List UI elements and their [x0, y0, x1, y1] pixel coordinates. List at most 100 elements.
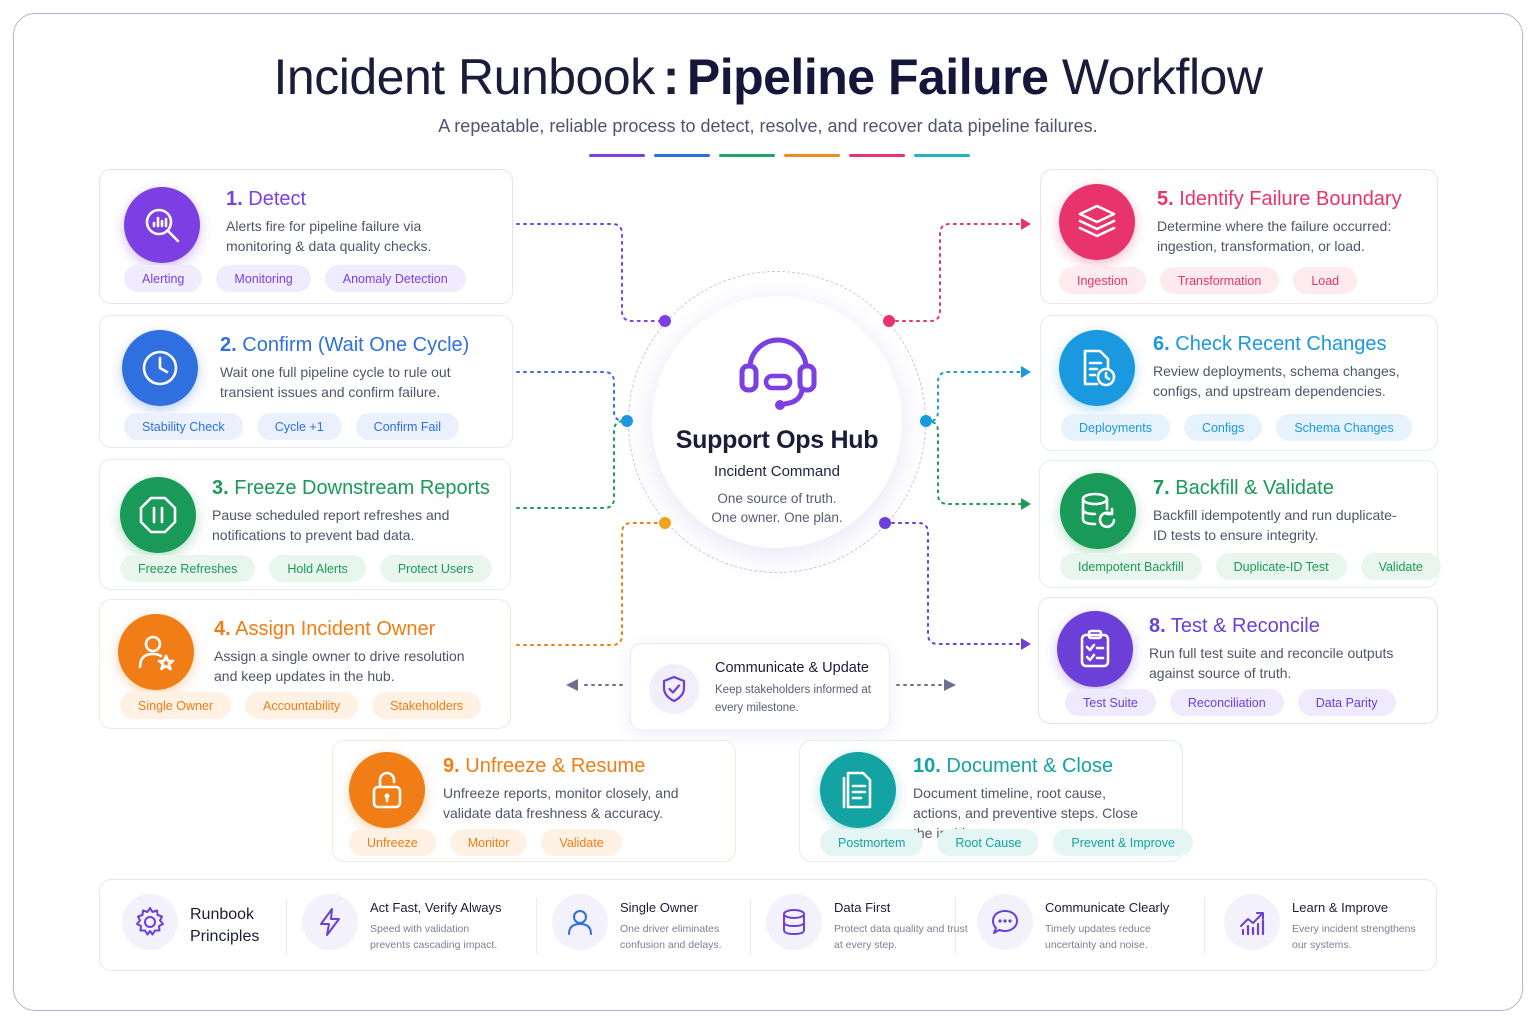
step-description: Wait one full pipeline cycle to rule out… — [220, 364, 451, 400]
headset-icon — [739, 337, 817, 410]
magnifier-chart-icon — [124, 187, 200, 263]
pause-octagon-icon — [120, 477, 196, 553]
step-number: 5. — [1157, 188, 1174, 210]
communicate-update-card: Communicate & Update Keep stakeholders i… — [630, 643, 890, 731]
step-number: 7. — [1153, 477, 1170, 499]
principle-description: Protect data quality and trust at every … — [834, 923, 968, 951]
step-title: 7. Backfill & Validate — [1153, 477, 1334, 500]
page-subtitle: A repeatable, reliable process to detect… — [438, 116, 1098, 136]
principle-description: Every incident strengthens our systems. — [1292, 923, 1416, 951]
step-title: 4. Assign Incident Owner — [214, 618, 435, 641]
trend-up-icon — [1224, 894, 1280, 950]
step-number: 8. — [1149, 615, 1166, 637]
tag-chip: Ingestion — [1059, 267, 1146, 294]
step-title: 3. Freeze Downstream Reports — [212, 477, 490, 500]
tag-chip: Duplicate-ID Test — [1215, 553, 1347, 580]
accent-line — [654, 154, 710, 157]
tag-chip: Stakeholders — [372, 692, 482, 719]
user-icon — [552, 894, 608, 950]
principles-label-line1: Runbook — [190, 906, 255, 923]
title-part-runbook: Incident Runbook — [273, 49, 656, 105]
accent-line — [784, 154, 840, 157]
document-clock-icon — [1059, 330, 1135, 406]
chat-icon — [977, 894, 1033, 950]
tag-chip: Schema Changes — [1276, 414, 1412, 441]
step-description: Assign a single owner to drive resolutio… — [214, 648, 465, 684]
accent-line — [719, 154, 775, 157]
principle-divider — [286, 898, 287, 954]
tag-chip: Data Parity — [1297, 689, 1396, 716]
tag-chip: Monitoring — [216, 265, 311, 292]
tag-chip: Load — [1293, 267, 1358, 294]
accent-line — [589, 154, 645, 157]
step-title: 8. Test & Reconcile — [1149, 615, 1320, 638]
step-card-2: 2. Confirm (Wait One Cycle) Wait one full… — [99, 315, 513, 448]
step-title-text: Unfreeze & Resume — [465, 755, 646, 777]
step-number: 2. — [220, 334, 237, 356]
tag-chip: Cycle +1 — [256, 413, 342, 440]
step-title-text: Freeze Downstream Reports — [234, 477, 490, 499]
hub-description: One source of truth. One owner. One plan… — [628, 489, 926, 527]
shield-check-icon — [649, 664, 699, 714]
principle-title: Learn & Improve — [1292, 900, 1389, 915]
communicate-title: Communicate & Update — [715, 660, 869, 676]
step-title-text: Document & Close — [946, 755, 1114, 777]
step-description: Review deployments, schema changes, conf… — [1153, 363, 1400, 399]
tag-chip: Reconciliation — [1169, 689, 1284, 716]
tag-chip: Validate — [541, 829, 622, 856]
step-title-text: Assign Incident Owner — [235, 618, 436, 640]
document-icon — [820, 752, 896, 828]
step-number: 4. — [214, 618, 231, 640]
step-title: 1. Detect — [226, 188, 306, 211]
principle-title: Data First — [834, 900, 891, 915]
tag-chip: Alerting — [124, 265, 203, 292]
hub-title: Support Ops Hub — [675, 426, 879, 454]
step-description: Document timeline, root cause, actions, … — [913, 785, 1138, 841]
step-title-text: Identify Failure Boundary — [1179, 188, 1402, 210]
tag-chip: Protect Users — [379, 555, 492, 582]
principle-divider — [750, 898, 751, 954]
step-number: 9. — [443, 755, 460, 777]
title-part-pipeline-failure: Pipeline Failure — [686, 49, 1049, 105]
clipboard-check-icon — [1057, 611, 1133, 687]
principles-label-text: Runbook Principles — [190, 904, 259, 948]
tag-chip: Hold Alerts — [269, 555, 366, 582]
step-number: 10. — [913, 755, 941, 777]
step-title: 10. Document & Close — [913, 755, 1113, 778]
principle-description: Timely updates reduce uncertainty and no… — [1045, 923, 1151, 951]
clock-icon — [122, 330, 198, 406]
accent-lines — [589, 154, 970, 157]
tag-chip: Prevent & Improve — [1053, 829, 1193, 856]
principle-divider — [536, 898, 537, 954]
step-description: Unfreeze reports, monitor closely, and v… — [443, 785, 679, 821]
tag-chip: Unfreeze — [349, 829, 436, 856]
step-title-text: Detect — [248, 188, 307, 210]
step-title: 9. Unfreeze & Resume — [443, 755, 645, 778]
step-title-text: Test & Reconcile — [1170, 615, 1320, 637]
tag-chip: Configs — [1183, 414, 1263, 441]
principle-title: Single Owner — [620, 900, 699, 915]
tag-chip: Accountability — [245, 692, 359, 719]
principles-label-line2: Principles — [190, 928, 260, 945]
page-title: Incident Runbook:Pipeline Failure Workfl… — [0, 48, 1536, 106]
step-title: 2. Confirm (Wait One Cycle) — [220, 334, 469, 357]
gear-icon — [122, 894, 178, 950]
database-refresh-icon — [1060, 473, 1136, 549]
step-description: Backfill idempotently and run duplicate-… — [1153, 507, 1397, 543]
principle-title: Act Fast, Verify Always — [370, 900, 502, 915]
step-title: 6. Check Recent Changes — [1153, 333, 1386, 356]
step-description: Determine where the failure occurred: in… — [1157, 218, 1392, 254]
tag-chip: Confirm Fail — [355, 413, 460, 440]
